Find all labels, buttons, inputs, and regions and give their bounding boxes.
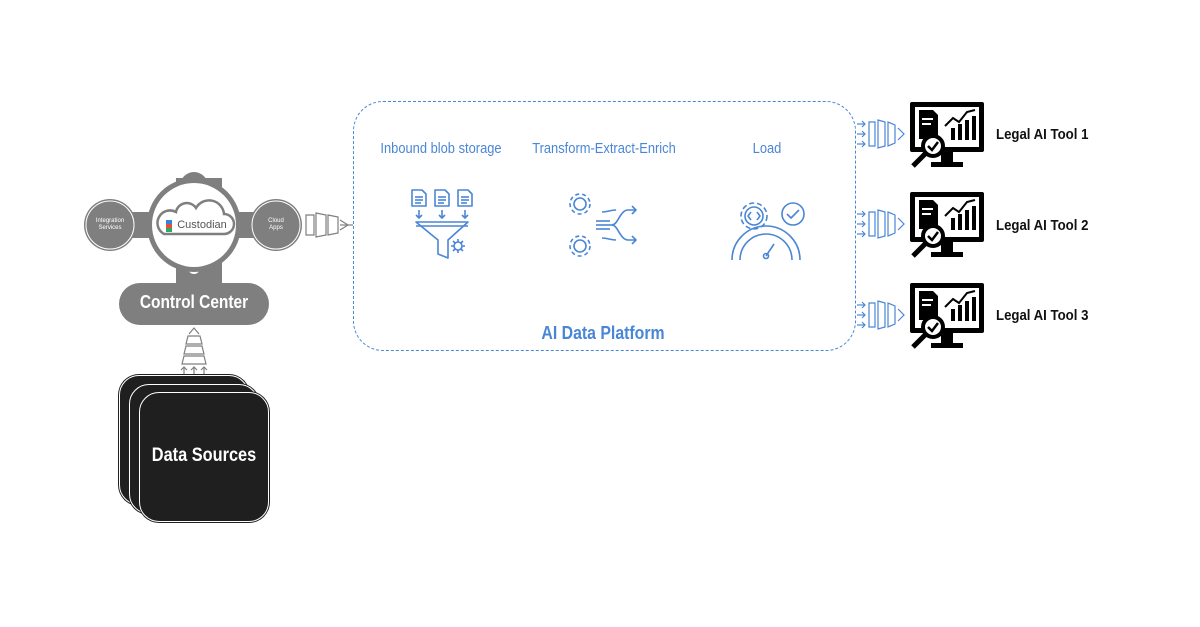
legal-ai-tool-3-label: Legal AI Tool 3 xyxy=(996,307,1089,324)
tool-2-arrows-icon xyxy=(857,209,905,239)
ai-data-platform-box xyxy=(353,101,856,351)
stage-label-transform: Transform-Extract-Enrich xyxy=(532,140,676,157)
control-center-cluster xyxy=(80,168,360,328)
data-source-card-front xyxy=(139,392,269,522)
legal-ai-tool-2-label: Legal AI Tool 2 xyxy=(996,217,1089,234)
data-sources-label: Data Sources xyxy=(151,445,257,466)
stage-label-inbound: Inbound blob storage xyxy=(380,140,502,157)
cloud-apps-label: Cloud Apps xyxy=(268,218,284,231)
integration-services-node xyxy=(84,199,136,251)
gauge-code-check-icon xyxy=(731,202,805,261)
monitor-analytics-icon xyxy=(910,283,984,349)
upload-arrows-icon xyxy=(180,327,208,376)
monitor-analytics-icon xyxy=(910,192,984,258)
stage-label-load: Load xyxy=(752,140,782,157)
tool-1-arrows-icon xyxy=(857,119,905,149)
control-center-graphic xyxy=(84,172,353,288)
ai-data-platform-title: AI Data Platform xyxy=(541,323,665,343)
custodian-logo-text: Custodian xyxy=(177,219,227,231)
custodian-logo: Custodian xyxy=(172,219,232,231)
control-center-pill xyxy=(119,283,269,325)
control-center-label: Control Center xyxy=(139,292,249,312)
legal-ai-tool-1-label: Legal AI Tool 1 xyxy=(996,126,1089,143)
integration-services-label: Integration Services xyxy=(95,218,125,231)
cloud-apps-node xyxy=(250,199,302,251)
tool-3-arrows-icon xyxy=(857,300,905,330)
funnel-documents-icon xyxy=(411,189,473,259)
gears-split-arrows-icon xyxy=(569,193,637,257)
monitor-analytics-icon xyxy=(910,102,984,168)
